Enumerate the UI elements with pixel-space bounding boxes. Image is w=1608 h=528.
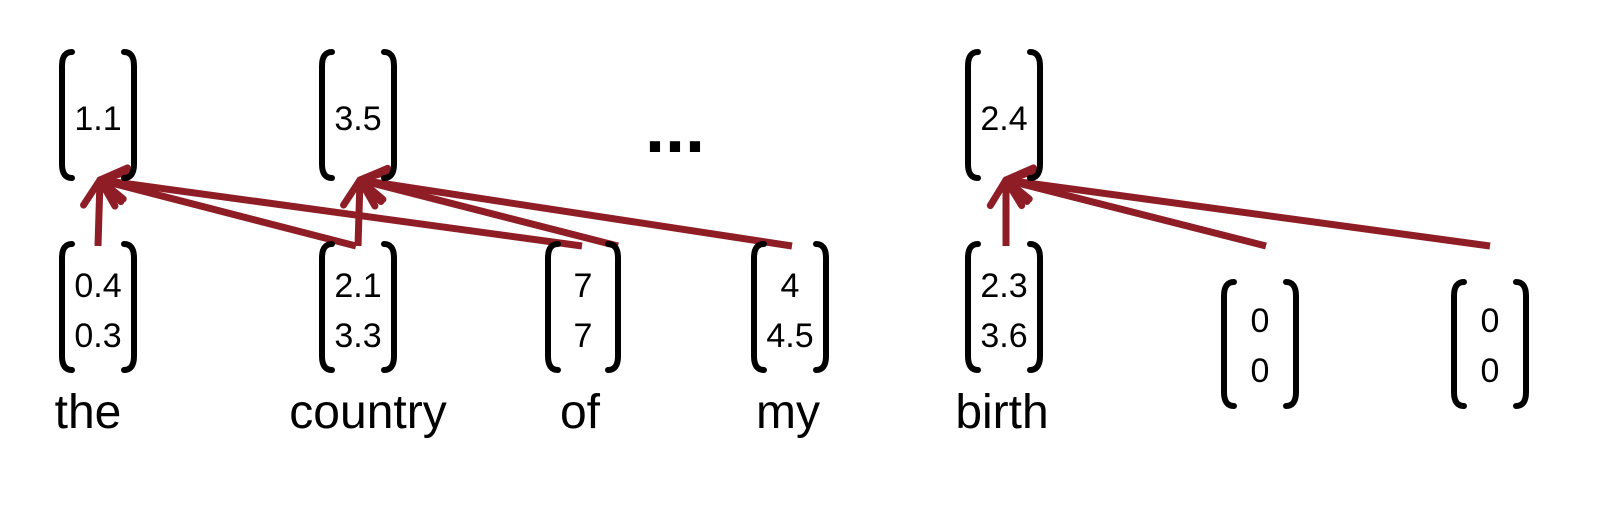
arrowhead-in-of-to-out-the [96, 164, 131, 203]
left-bracket [59, 241, 75, 373]
right-bracket [605, 241, 621, 373]
right-bracket [813, 241, 829, 373]
word-label-birth: birth [955, 386, 1048, 439]
vector-value-top: 0 [1481, 302, 1500, 340]
input-vector-birth: 2.3 3.6 [965, 241, 1043, 373]
left-bracket [59, 49, 75, 181]
vector-value-bottom: 0 [1251, 352, 1270, 390]
vector-value-top: 2.3 [980, 267, 1027, 305]
arrow-in-country-to-out-country [354, 179, 364, 247]
vector-value-bottom: 7 [574, 317, 593, 355]
input-vector-pad-2: 0 0 [1451, 279, 1529, 409]
ellipsis: ... [645, 88, 705, 168]
right-bracket [1027, 241, 1043, 373]
vector-value-bottom: 3.3 [334, 317, 381, 355]
right-bracket [1513, 279, 1529, 409]
arrow-in-of-to-out-country [359, 176, 619, 250]
right-bracket [1027, 49, 1043, 181]
right-bracket [121, 241, 137, 373]
right-bracket [381, 49, 397, 181]
left-bracket [1451, 279, 1467, 409]
word-label-the: the [55, 386, 122, 439]
output-vector-country: 3.5 [319, 49, 397, 181]
vector-value-top: 0.4 [74, 267, 121, 305]
left-bracket [545, 241, 561, 373]
left-bracket [751, 241, 767, 373]
left-bracket [319, 241, 335, 373]
output-vector-birth: 2.4 [965, 49, 1043, 181]
vector-value-bottom: 0.3 [74, 317, 121, 355]
arrowhead-in-pad-2-to-out-birth [1002, 164, 1037, 203]
output-vector-the: 1.1 [59, 49, 137, 181]
input-vector-country: 2.1 3.3 [319, 241, 397, 373]
input-vector-my: 4 4.5 [751, 241, 829, 373]
input-vector-the: 0.4 0.3 [59, 241, 137, 373]
vector-value-top: 0 [1251, 302, 1270, 340]
vector-value-bottom: 0 [1481, 352, 1500, 390]
vector-value-bottom: 3.6 [980, 317, 1027, 355]
vector-value-top: 7 [574, 267, 593, 305]
word-label-country: country [289, 386, 446, 439]
left-bracket [965, 49, 981, 181]
arrow-in-pad-2-to-out-birth [1005, 176, 1491, 250]
vector-value-top: 4 [781, 267, 800, 305]
left-bracket [1221, 279, 1237, 409]
left-bracket [319, 49, 335, 181]
vector-value-top: 2.1 [334, 267, 381, 305]
arrows-layer [80, 164, 1491, 250]
right-bracket [1283, 279, 1299, 409]
vector-value-bottom: 4.5 [766, 317, 813, 355]
arrow-in-my-to-out-country [359, 176, 793, 250]
vector-value: 1.1 [74, 100, 121, 138]
word-label-my: my [756, 386, 820, 439]
arrowhead-in-my-to-out-country [356, 164, 392, 203]
arrow-in-the-to-out-the [94, 179, 104, 247]
arrow-in-pad-1-to-out-birth [1005, 176, 1267, 250]
arrow-in-of-to-out-the [99, 176, 583, 250]
left-bracket [965, 241, 981, 373]
right-bracket [381, 241, 397, 373]
vector-value: 2.4 [980, 100, 1027, 138]
input-vector-of: 7 7 [545, 241, 621, 373]
word-label-of: of [560, 386, 601, 439]
arrow-in-country-to-out-the [99, 176, 357, 250]
right-bracket [121, 49, 137, 181]
vector-value: 3.5 [334, 100, 381, 138]
input-vector-pad-1: 0 0 [1221, 279, 1299, 409]
